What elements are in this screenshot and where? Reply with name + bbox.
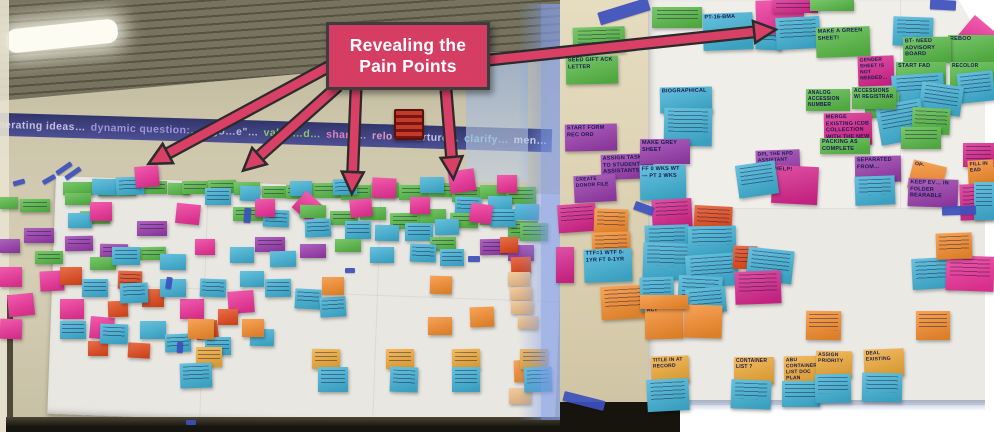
wall-banner-word: value…d… xyxy=(263,126,322,140)
photo-edge xyxy=(985,0,988,432)
paper-seam xyxy=(900,0,901,208)
callout-line1: Revealing the xyxy=(349,35,467,56)
wall-banner-word: nerating ideas… xyxy=(0,118,86,133)
paper-seam xyxy=(648,208,988,209)
paper-tone xyxy=(648,209,988,405)
paper-seam xyxy=(372,187,382,426)
paper-seam xyxy=(199,181,210,420)
fire-alarm-icon xyxy=(394,109,424,140)
callout-line2: Pain Points xyxy=(359,56,457,76)
wall-corner-edge xyxy=(7,295,13,432)
photo-edge xyxy=(0,0,9,432)
photo-right-closeup xyxy=(560,0,988,432)
wall-banner-word: share… xyxy=(325,128,368,142)
paper-sheet xyxy=(648,0,988,405)
paper-crease xyxy=(52,283,560,303)
paper-sheet xyxy=(47,176,562,432)
floor-shadow xyxy=(560,402,680,432)
wall xyxy=(560,0,660,405)
photo-edge-shadow xyxy=(672,400,988,411)
wall-banner-word: "go…e"… xyxy=(206,124,259,139)
callout-banner: Revealing the Pain Points xyxy=(326,22,490,90)
wall-banner-word: dynamic question:… xyxy=(90,121,202,137)
floor-shadow xyxy=(6,417,562,432)
